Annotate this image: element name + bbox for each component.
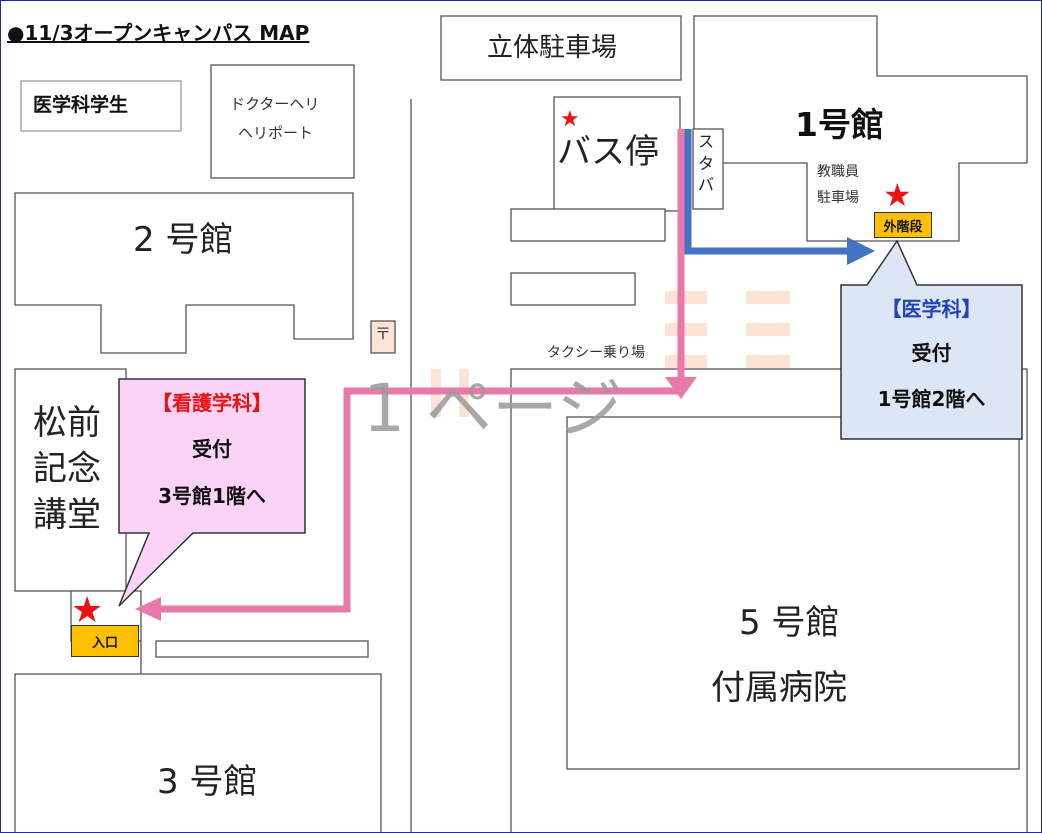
memorial-hall-label: 松前 記念 講堂 [33, 401, 101, 539]
nursing-callout-line1: 受付 [192, 437, 232, 461]
staff-parking-label-2: 駐車場 [817, 190, 859, 206]
building1-block [693, 15, 1028, 242]
taxi-stand-label: タクシー乗り場 [547, 345, 645, 361]
watermark-stripe [746, 291, 790, 304]
watermark-stripe [746, 323, 790, 336]
starbucks-block [692, 128, 724, 210]
nursing-route-arrowhead [665, 377, 697, 399]
staff-parking-label-1: 教職員 [817, 164, 859, 180]
post-office-icon: 〒 [375, 324, 392, 343]
watermark-stripe [665, 323, 707, 336]
watermark-stripe [746, 355, 790, 368]
nursing-route-arrowhead [135, 597, 161, 621]
memorial-hall-line: 講堂 [33, 494, 101, 535]
entrance-star-icon: ★ [71, 590, 104, 631]
nursing-route [135, 129, 697, 621]
entrance-tag: 入口 [71, 625, 139, 657]
medicine-callout-heading: 【医学科】 [881, 297, 982, 321]
legend-box [20, 80, 182, 132]
medicine-route-arrowhead [847, 237, 875, 265]
parking-garage-block [440, 15, 682, 81]
starbucks-label: ス タ バ [698, 131, 714, 196]
medicine-route-segment [684, 129, 849, 255]
legend-label: 医学科学生 [33, 94, 129, 116]
outside-stairs-tag: 外階段 [874, 212, 932, 238]
building1-label: 1号館 [795, 105, 884, 144]
memorial-hall-line: 記念 [33, 448, 101, 489]
medicine-route [684, 129, 875, 265]
memorial-hall-block [14, 368, 127, 592]
post-office-block [370, 320, 396, 354]
building2-label: 2 号館 [133, 220, 234, 260]
walkway-block [155, 640, 369, 658]
starbucks-char: タ [698, 153, 715, 173]
outside-stairs-star-icon: ★ [883, 176, 912, 214]
road-block [510, 208, 666, 242]
page-watermark: 1 ページ [363, 370, 623, 447]
building3-block [14, 590, 382, 832]
memorial-hall-line: 松前 [33, 403, 101, 443]
building3-label: 3 号館 [157, 762, 258, 802]
bus-stop-block [553, 96, 681, 212]
building5-label-1: 5 号館 [739, 603, 840, 643]
bus-stop-label: バス停 [557, 132, 659, 172]
heliport-label-1: ドクターヘリ [230, 95, 320, 113]
medicine-callout-line2: 1号館2階へ [877, 387, 986, 411]
watermark-stripe [665, 291, 707, 304]
building5-label-2: 付属病院 [711, 668, 847, 708]
starbucks-char: ス [698, 132, 715, 151]
map-title: ●11/3オープンキャンパス MAP [7, 21, 310, 45]
building2-block [14, 192, 354, 354]
medicine-callout-line1: 受付 [911, 341, 952, 365]
starbucks-char: バ [698, 175, 715, 195]
bus-stop-star-icon: ★ [560, 107, 580, 132]
road-block [510, 272, 636, 306]
nursing-callout-heading: 【看護学科】 [152, 391, 272, 415]
nursing-callout-bubble [118, 378, 306, 607]
parking-garage-label: 立体駐車場 [487, 33, 618, 63]
medicine-callout-bubble [840, 239, 1023, 440]
nursing-callout-line2: 3号館1階へ [158, 484, 266, 508]
watermark-stripe [665, 355, 707, 368]
building5-inner [566, 416, 1020, 770]
heliport-label-2: ヘリポート [238, 124, 314, 142]
heliport-block [210, 64, 355, 179]
nursing-route-segment [159, 387, 681, 613]
